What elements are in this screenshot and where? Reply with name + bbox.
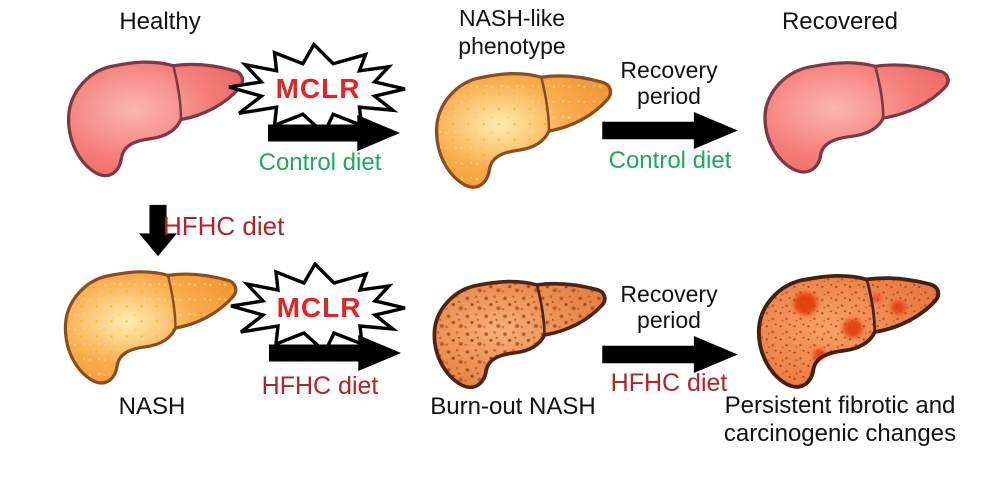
hfhc-diet-label-1: HFHC diet (261, 372, 379, 400)
recovery-period-label-bottom: Recovery period (598, 281, 740, 334)
recovery-line1: Recovery (620, 57, 718, 83)
recovery-line2: period (637, 83, 701, 110)
healthy-label: Healthy (119, 8, 201, 35)
nash-like-line2: phenotype (458, 32, 566, 59)
arrow-right-icon-top-2 (602, 111, 739, 150)
nash-liver-illustration (57, 264, 245, 392)
recovered-label: Recovered (781, 8, 899, 35)
arrow-right-icon-top-1 (263, 114, 406, 152)
hfhc-diet-label-2: HFHC diet (610, 369, 728, 397)
nash-like-liver-illustration (428, 66, 620, 196)
tumor-lesions (793, 292, 906, 361)
recovery-period-label-top: Recovery period (598, 57, 740, 110)
nash-like-line1: NASH-like (458, 5, 566, 31)
healthy-liver-illustration (60, 56, 252, 183)
recovery-line1: Recovery (620, 281, 718, 307)
arrow-right-icon-bottom-2 (602, 335, 739, 374)
persistent-changes-liver-illustration (750, 270, 948, 394)
persistent-line2: carcinogenic changes (723, 420, 957, 448)
burnout-nash-label: Burn-out NASH (430, 393, 596, 420)
arrow-down-icon (139, 204, 177, 257)
mclr-label-top: MCLR (275, 73, 361, 104)
hfhc-diet-branch-label: HFHC diet (163, 211, 285, 241)
arrow-right-icon-bottom-1 (264, 334, 407, 372)
persistent-line1: Persistent fibrotic and (724, 392, 956, 419)
recovered-liver-illustration (756, 57, 958, 179)
burnout-nash-liver-illustration (426, 276, 614, 394)
mclr-label-bottom: MCLR (276, 292, 362, 323)
persistent-changes-label: Persistent fibrotic and carcinogenic cha… (702, 392, 978, 449)
nash-like-phenotype-label: NASH-like phenotype (408, 5, 616, 60)
control-diet-label-2: Control diet (608, 147, 732, 174)
nash-label: NASH (118, 393, 186, 420)
recovery-line2: period (637, 307, 701, 334)
control-diet-label-1: Control diet (258, 149, 382, 176)
